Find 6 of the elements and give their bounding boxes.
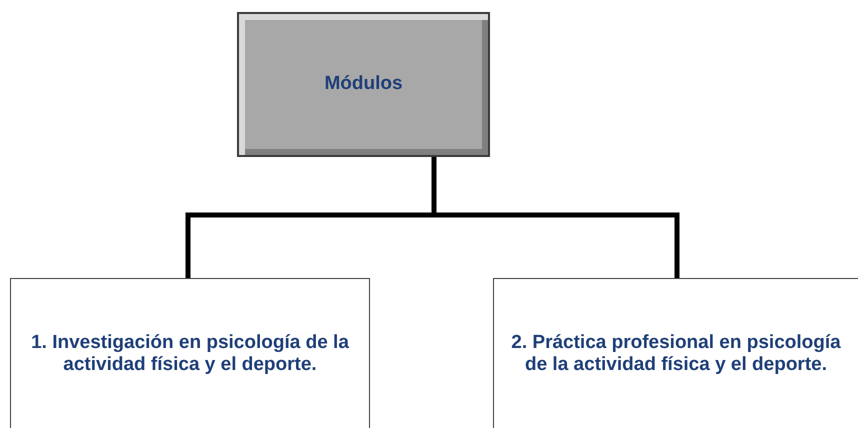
box-label: 1. Investigación en psicología de la actividad física y el deporte. bbox=[30, 332, 350, 376]
header-box bbox=[237, 12, 490, 157]
box-label: 2. Práctica profesional en psicología de la actividad física y el deporte. bbox=[510, 332, 842, 376]
module-box bbox=[10, 278, 370, 428]
module-box bbox=[493, 278, 858, 428]
box-label: Módulos bbox=[324, 72, 403, 96]
